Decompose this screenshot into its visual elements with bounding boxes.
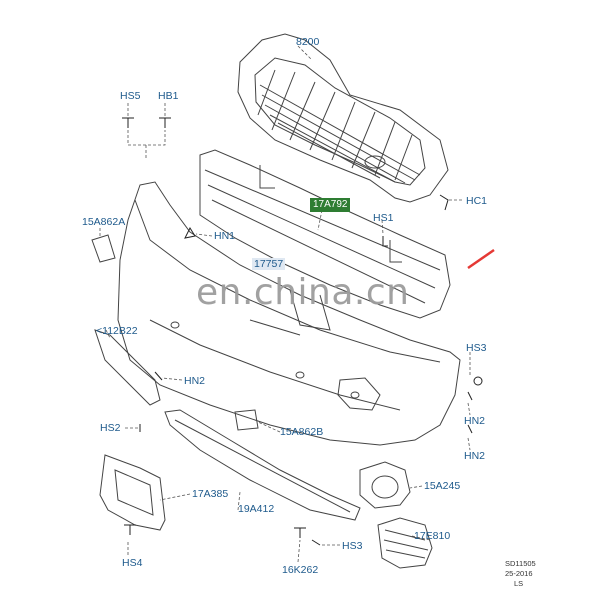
watermark-text: en.china.cn	[196, 272, 410, 313]
label-hs3-bottom: HS3	[342, 540, 363, 552]
label-clip: 16K262	[282, 564, 319, 576]
plate-bracket-part	[99, 454, 166, 531]
label-bracket-right: 15A862B	[280, 426, 324, 438]
lower-grille-part	[377, 517, 433, 569]
label-hs4: HS4	[122, 557, 143, 569]
label-plate-bracket: 17A385	[192, 488, 229, 500]
red-arrow-mark	[467, 248, 495, 270]
label-support: 17A792	[310, 198, 351, 212]
label-hs3-right: HS3	[466, 342, 487, 354]
label-trim-left: <112B22	[96, 325, 138, 337]
footer-ref-3: LS	[514, 579, 524, 588]
label-hn2-right-bottom: HN2	[464, 450, 486, 462]
label-hc1: HC1	[466, 195, 488, 207]
label-hs2: HS2	[100, 422, 121, 434]
footer-ref-1: SD11505	[505, 559, 536, 568]
label-bumper: 17757	[252, 258, 286, 270]
label-fog-bezel: 15A245	[424, 480, 461, 492]
label-bracket-left: 15A862A	[82, 216, 126, 228]
label-hs5: HS5	[120, 90, 141, 102]
footer-ref-2: 25-2016	[505, 569, 533, 578]
leader-lines	[99, 45, 471, 563]
lower-spoiler-part	[164, 409, 361, 521]
label-hn2-left: HN2	[184, 375, 206, 387]
label-hb1: HB1	[158, 90, 179, 102]
label-grille: 8200	[296, 36, 320, 48]
fog-bezel-part	[359, 461, 411, 509]
left-bracket-part	[91, 234, 116, 263]
bumper-cover-part	[117, 181, 461, 446]
label-hs1: HS1	[373, 212, 394, 224]
bumper-support-part	[199, 149, 451, 331]
label-lower-grille: 17E810	[414, 530, 451, 542]
label-lower-spoiler: 19A412	[238, 503, 275, 515]
upper-grille-part	[237, 33, 449, 203]
left-trim-part	[94, 329, 161, 406]
fasteners	[122, 117, 483, 546]
label-hn2-right-top: HN2	[464, 415, 486, 427]
label-hn1: HN1	[214, 230, 236, 242]
